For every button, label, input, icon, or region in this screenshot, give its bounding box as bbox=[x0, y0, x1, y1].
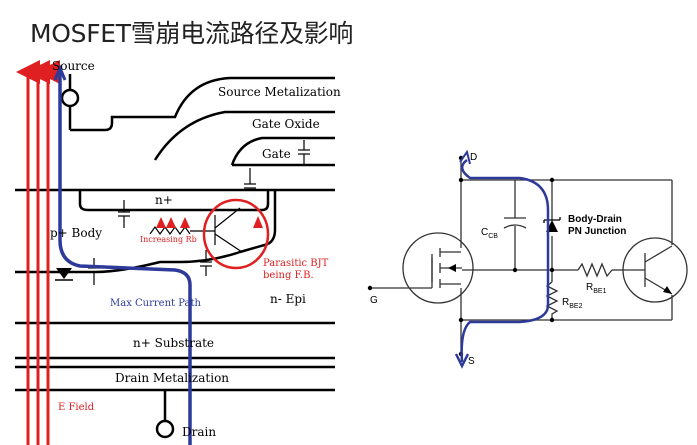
n-plus-label: n+ bbox=[155, 193, 173, 207]
cross-section bbox=[15, 74, 335, 439]
max-current-label: Max Current Path bbox=[110, 298, 201, 309]
source-label: Source bbox=[52, 59, 95, 73]
mosfet-symbol bbox=[402, 232, 474, 304]
e-field-label: E Field bbox=[58, 402, 95, 413]
increasing-rb-arrows bbox=[156, 216, 263, 228]
drain-terminal bbox=[155, 419, 175, 439]
gate-oxide-outline bbox=[153, 110, 335, 161]
slide-title: MOSFET雪崩电流路径及影响 bbox=[30, 19, 354, 48]
circuit-g-label: G bbox=[370, 295, 378, 306]
circuit-s-label: S bbox=[468, 356, 475, 367]
drain-metal-label: Drain Metalization bbox=[115, 371, 229, 385]
drain-label: Drain bbox=[182, 425, 216, 439]
gate-outline bbox=[230, 136, 335, 166]
parasitic-bjt-label-1: Parasitic BJT bbox=[263, 258, 329, 269]
gate-label: Gate bbox=[262, 147, 291, 161]
rbe2-label: RBE2 bbox=[562, 297, 583, 310]
parasitic-bjt-label-2: being F.B. bbox=[263, 270, 314, 281]
body-drain-label-1: Body-Drain bbox=[568, 214, 622, 225]
circuit-d-label: D bbox=[470, 152, 477, 163]
e-field-arrows bbox=[16, 60, 60, 445]
ccb-label: CCB bbox=[481, 227, 498, 240]
p-body-label: p+ Body bbox=[50, 226, 102, 240]
max-current-path bbox=[58, 72, 192, 445]
gate-oxide-label: Gate Oxide bbox=[252, 117, 320, 131]
bjt-symbol bbox=[622, 237, 688, 303]
n-epi-label: n- Epi bbox=[270, 292, 306, 306]
rbe1-label: RBE1 bbox=[586, 282, 607, 295]
source-metal-outline bbox=[70, 76, 335, 132]
body-drain-label-2: PN Junction bbox=[568, 226, 626, 237]
circuit-current-path bbox=[460, 158, 550, 363]
body-diode-icon bbox=[56, 268, 72, 279]
increasing-rb-label: Increasing Rb bbox=[140, 235, 197, 244]
n-plus-region bbox=[78, 190, 270, 212]
p-body-boundary bbox=[15, 242, 269, 274]
parasitic-bjt-circle bbox=[202, 198, 270, 270]
equivalent-circuit bbox=[370, 160, 673, 352]
source-metal-label: Source Metalization bbox=[218, 85, 341, 99]
n-substrate-label: n+ Substrate bbox=[133, 336, 214, 350]
source-terminal bbox=[60, 88, 80, 108]
